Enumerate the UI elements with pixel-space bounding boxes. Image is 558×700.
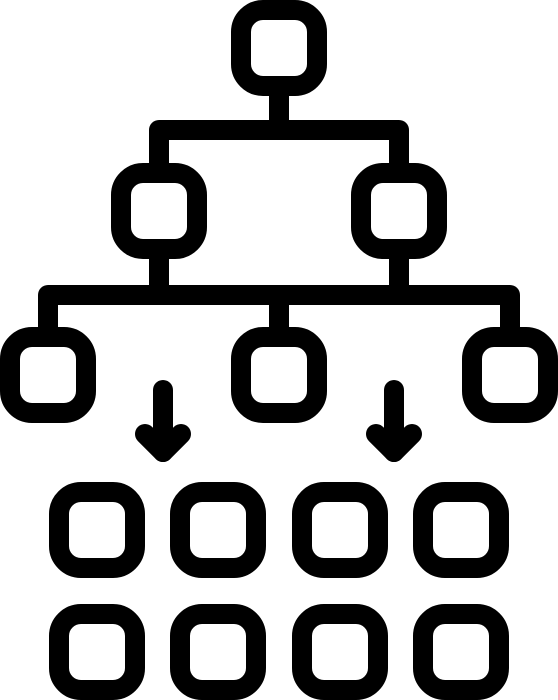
tree-node-level-3-middle [231, 327, 327, 423]
tree-node-root [231, 0, 327, 96]
tree-node-level-2-right [351, 163, 447, 259]
tree-node-level-3-left [0, 327, 96, 423]
down-arrows [135, 380, 422, 462]
grid-cell [292, 604, 388, 700]
output-grid [49, 482, 509, 700]
grid-cell [170, 604, 266, 700]
grid-cell [413, 604, 509, 700]
down-arrow-icon [135, 380, 191, 462]
tree-connectors [38, 82, 520, 337]
grid-cell [413, 482, 509, 578]
down-arrow-icon [366, 380, 422, 462]
grid-cell [292, 482, 388, 578]
grid-cell [170, 482, 266, 578]
connector-level-2-bar [149, 120, 409, 175]
tree-node-level-3-right [462, 327, 558, 423]
grid-cell [49, 604, 145, 700]
grid-cell [49, 482, 145, 578]
tree-node-level-2-left [111, 163, 207, 259]
tree-nodes [0, 0, 558, 423]
